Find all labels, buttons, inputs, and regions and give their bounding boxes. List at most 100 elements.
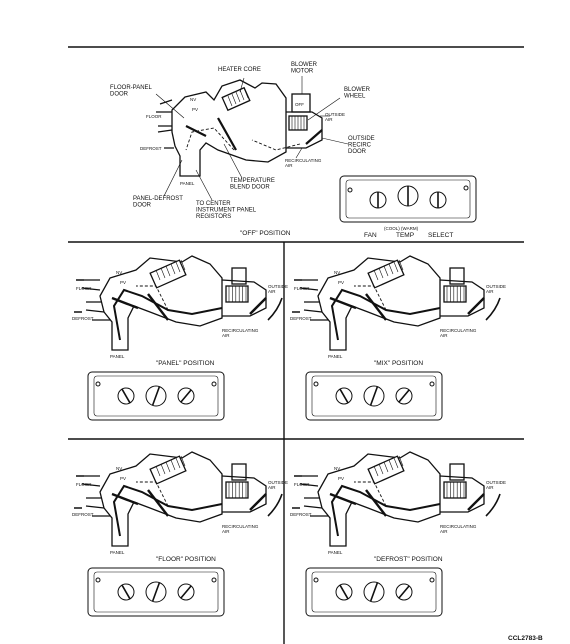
heater-core-fin [378, 267, 384, 279]
heater-core-fin [388, 263, 394, 275]
label-cool-warm: (COOL) (WARM) [384, 226, 419, 231]
control-panel [87, 371, 225, 421]
label-pv: PV [120, 280, 126, 285]
heater-core-fin [170, 263, 176, 275]
frame-lines [68, 46, 524, 644]
label-pv: PV [338, 280, 344, 285]
panel-screw [429, 577, 435, 583]
label-floor: FLOOR [76, 482, 92, 487]
knob-pointer [121, 584, 131, 600]
panel-screw [313, 381, 319, 387]
knob-pointer [339, 584, 349, 600]
recirc-door [467, 493, 485, 511]
panel-door [111, 296, 139, 310]
heater-core-fin [160, 463, 166, 475]
knob-pointer [121, 388, 131, 404]
caption-position: "DEFROST" POSITION [374, 556, 443, 563]
label-pv: PV [338, 476, 344, 481]
control-knob [335, 387, 353, 405]
label-defrost: DEFROST [72, 316, 94, 321]
recirc-door [249, 493, 267, 511]
control-panel-face [93, 571, 219, 613]
label-defrost: DEFROST [140, 146, 162, 151]
heater-core-fin [175, 457, 181, 469]
label-select: SELECT [428, 232, 453, 239]
knob-pointer [151, 386, 161, 406]
off-diagram [155, 76, 349, 201]
heater-core-fin [165, 265, 171, 277]
knob-pointer [151, 582, 161, 602]
label-nv: NV [334, 270, 340, 275]
outlet-arrows [292, 279, 302, 313]
control-knob [177, 583, 195, 601]
outlet-arrows [74, 279, 84, 313]
knob-pointer [369, 582, 379, 602]
heater-core [367, 259, 405, 289]
control-knob [117, 583, 135, 601]
label-fan: FAN [364, 232, 377, 239]
control-panel-face [93, 375, 219, 417]
control-panel [305, 371, 443, 421]
heater-core [149, 259, 187, 289]
label-nv: NV [116, 270, 122, 275]
control-panel [87, 567, 225, 617]
knob-pointer [180, 389, 192, 403]
control-panel-bezel [87, 371, 225, 421]
label-panel: PANEL [110, 550, 125, 555]
duct-ends [299, 475, 328, 517]
control-panel-face [311, 375, 437, 417]
hvac-case-diagram [292, 451, 501, 547]
off-control-labels: (COOL) (WARM) FAN TEMP SELECT [364, 226, 453, 239]
knob-pointer [339, 388, 349, 404]
blend-door [365, 489, 387, 517]
heater-core-fin [170, 459, 176, 471]
blower-motor [231, 463, 247, 481]
heater-core-fin [373, 269, 379, 281]
knob-pointer [369, 386, 379, 406]
airflow-alt [136, 481, 169, 507]
heater-core-fin [393, 261, 399, 273]
panel-screw [95, 577, 101, 583]
hvac-case-diagram [292, 255, 501, 351]
duct-ends [81, 279, 110, 321]
control-panel-face [311, 571, 437, 613]
knob-pointer [180, 585, 192, 599]
airflow-arrow [330, 288, 441, 341]
caption-position: "FLOOR" POSITION [156, 556, 216, 563]
off-control-panel [339, 175, 477, 223]
control-knob [395, 583, 413, 601]
heater-core-fin [155, 465, 161, 477]
blend-door [147, 293, 169, 321]
airflow-arrow [112, 484, 223, 537]
control-knob [363, 385, 385, 407]
label-floor: FLOOR [294, 286, 310, 291]
panel-screw [313, 577, 319, 583]
label-panel: PANEL [328, 550, 343, 555]
heater-core-fin [160, 267, 166, 279]
label-panel: PANEL [110, 354, 125, 359]
caption-position: "PANEL" POSITION [156, 360, 215, 367]
heater-core-fin [180, 455, 186, 467]
recirc-arrow [267, 493, 283, 517]
airflow-arrow [330, 484, 441, 537]
blend-door [147, 489, 169, 517]
hvac-case-diagram [74, 255, 283, 351]
recirc-door [467, 297, 485, 315]
control-panel [305, 567, 443, 617]
panel-screw [429, 381, 435, 387]
outlet-arrows [74, 475, 84, 509]
panel-screw [211, 381, 217, 387]
